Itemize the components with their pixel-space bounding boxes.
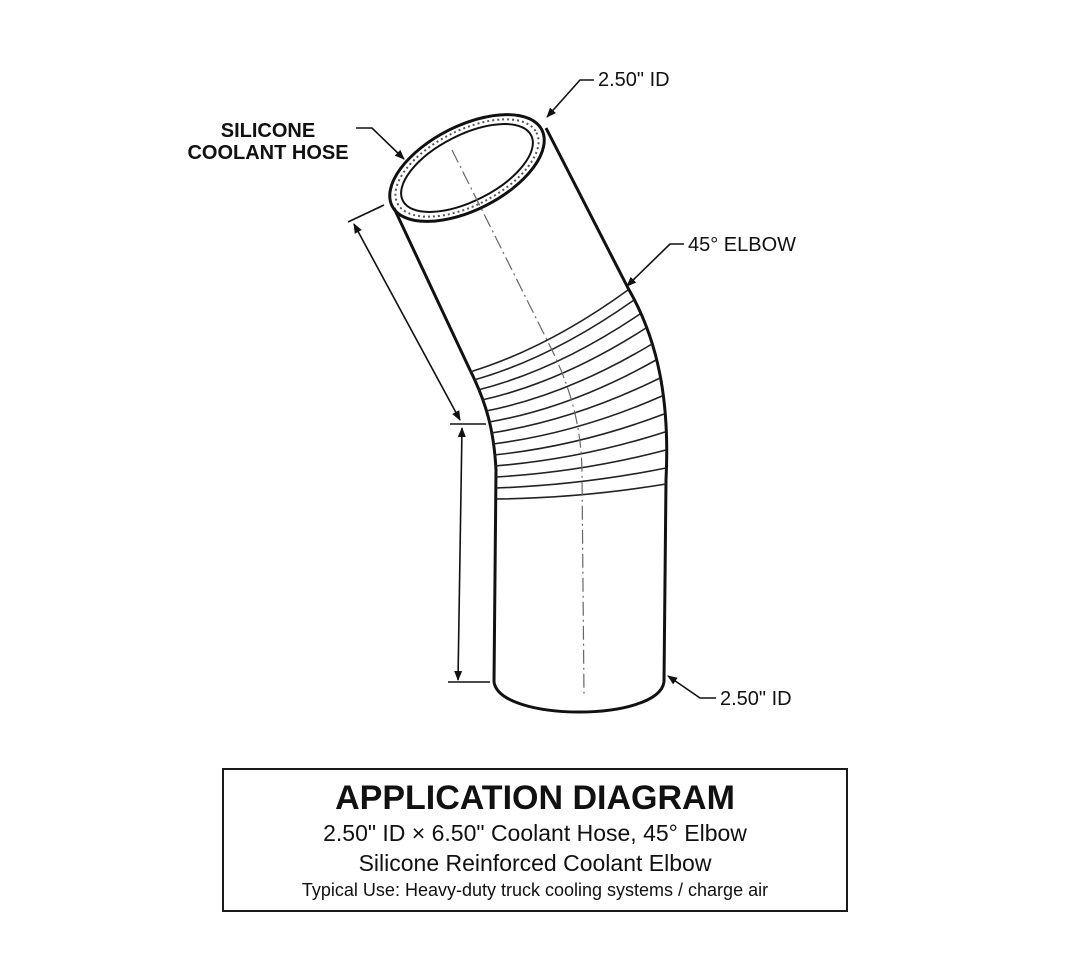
title-product-line: Silicone Reinforced Coolant Elbow <box>358 850 712 876</box>
hose-label-leader <box>356 127 405 160</box>
dim-arrow-upper <box>353 223 461 421</box>
bottom-id-leader <box>667 675 716 699</box>
elbow-leader <box>626 243 684 287</box>
hose-centerline <box>451 149 585 697</box>
hose-type-line1: SILICONE <box>220 120 316 142</box>
hose-left-wall <box>392 207 498 683</box>
hose-type-label: SILICONE COOLANT HOSE <box>172 120 364 164</box>
hose-bottom-edge <box>492 681 666 714</box>
length-dimension <box>347 204 490 683</box>
title-spec-line: 2.50" ID × 6.50" Coolant Hose, 45° Elbow <box>323 820 747 846</box>
reinforcement-rings <box>469 289 667 500</box>
hose-type-line2: COOLANT HOSE <box>187 142 349 164</box>
hose-body <box>392 127 669 714</box>
hose-right-wall <box>544 127 669 683</box>
title-usage-line: Typical Use: Heavy-duty truck cooling sy… <box>301 880 769 900</box>
dim-arrow-lower <box>454 427 466 681</box>
title-heading: APPLICATION DIAGRAM <box>335 779 735 817</box>
top-id-leader <box>546 79 594 118</box>
title-block: APPLICATION DIAGRAM 2.50" ID × 6.50" Coo… <box>222 768 848 912</box>
bottom-id-label: 2.50" ID <box>720 688 792 710</box>
top-id-label: 2.50" ID <box>598 69 670 91</box>
hose-top-opening <box>388 113 546 223</box>
dim-extension-top <box>347 204 385 223</box>
leader-lines <box>356 79 716 699</box>
elbow-angle-label: 45° ELBOW <box>688 234 797 256</box>
